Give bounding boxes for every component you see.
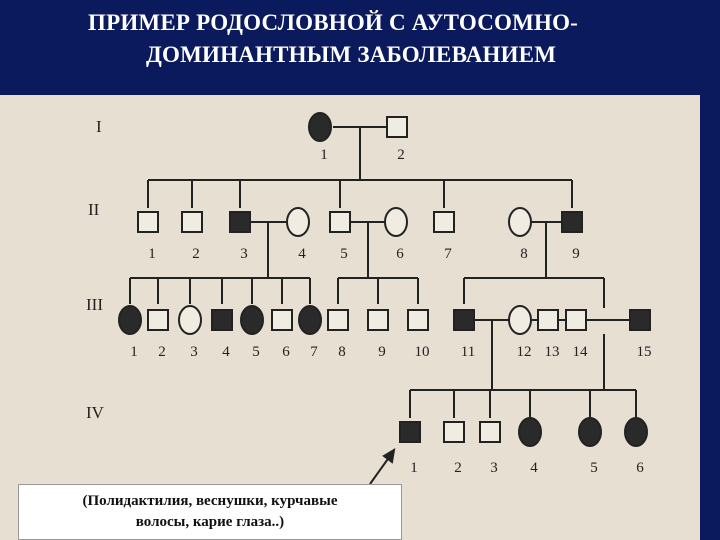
title-line-1: ПРИМЕР РОДОСЛОВНОЙ С АУТОСОМНО- [88, 10, 579, 35]
male-symbol-III-10 [407, 309, 429, 331]
male-symbol-III-14 [565, 309, 587, 331]
individual-number-I-1: 1 [320, 147, 328, 163]
individual-number-III-6: 6 [282, 344, 290, 360]
female-symbol-III-7 [298, 305, 322, 335]
male-symbol-IV-3 [479, 421, 501, 443]
female-symbol-II-8 [508, 207, 532, 237]
male-symbol-I-2 [386, 116, 408, 138]
individual-number-III-7: 7 [310, 344, 318, 360]
male-symbol-III-9 [367, 309, 389, 331]
male-symbol-III-2 [147, 309, 169, 331]
female-symbol-III-1 [118, 305, 142, 335]
individual-number-II-7: 7 [444, 246, 452, 262]
individual-number-III-2: 2 [158, 344, 166, 360]
female-symbol-IV-4 [518, 417, 542, 447]
female-symbol-III-12 [508, 305, 532, 335]
caption-line-1: (Полидактилия, веснушки, курчавые [82, 493, 338, 509]
female-symbol-I-1 [308, 112, 332, 142]
generation-label-II: II [88, 200, 100, 219]
individual-number-II-5: 5 [340, 246, 348, 262]
individual-number-IV-3: 3 [490, 460, 498, 476]
individual-number-IV-5: 5 [590, 460, 598, 476]
individual-number-III-3: 3 [190, 344, 198, 360]
individual-number-III-4: 4 [222, 344, 230, 360]
male-symbol-III-13 [537, 309, 559, 331]
individual-number-III-1: 1 [130, 344, 138, 360]
title-banner: ПРИМЕР РОДОСЛОВНОЙ С АУТОСОМНО- ДОМИНАНТ… [0, 0, 720, 95]
individual-number-II-8: 8 [520, 246, 528, 262]
female-symbol-II-6 [384, 207, 408, 237]
female-symbol-IV-5 [578, 417, 602, 447]
individual-number-III-15: 15 [637, 344, 652, 360]
individual-number-III-13: 13 [545, 344, 560, 360]
female-symbol-II-4 [286, 207, 310, 237]
male-symbol-IV-2 [443, 421, 465, 443]
male-symbol-III-6 [271, 309, 293, 331]
title-line-2: ДОМИНАНТНЫМ ЗАБОЛЕВАНИЕМ [146, 42, 557, 67]
female-symbol-IV-6 [624, 417, 648, 447]
individual-number-III-8: 8 [338, 344, 346, 360]
individual-number-II-6: 6 [396, 246, 404, 262]
individual-number-III-12: 12 [517, 344, 532, 360]
individual-number-IV-2: 2 [454, 460, 462, 476]
individual-number-III-5: 5 [252, 344, 260, 360]
male-symbol-III-11 [453, 309, 475, 331]
caption-box: (Полидактилия, веснушки, курчавые волосы… [18, 484, 402, 540]
male-symbol-II-5 [329, 211, 351, 233]
caption-line-2: волосы, карие глаза..) [135, 514, 285, 530]
individual-number-II-9: 9 [572, 246, 580, 262]
individual-number-III-11: 11 [461, 344, 475, 360]
male-symbol-II-3 [229, 211, 251, 233]
individual-number-IV-4: 4 [530, 460, 538, 476]
male-symbol-III-8 [327, 309, 349, 331]
generation-label-I: I [96, 117, 102, 136]
generation-label-IV: IV [86, 403, 105, 422]
male-symbol-III-15 [629, 309, 651, 331]
individual-number-IV-6: 6 [636, 460, 644, 476]
pedigree-lines [129, 126, 637, 418]
proband-arrow [369, 448, 396, 485]
background-strip [700, 95, 720, 540]
female-symbol-III-3 [178, 305, 202, 335]
individual-number-III-9: 9 [378, 344, 386, 360]
individual-number-II-3: 3 [240, 246, 248, 262]
individual-number-II-4: 4 [298, 246, 306, 262]
individual-number-I-2: 2 [397, 147, 405, 163]
individual-number-IV-1: 1 [410, 460, 418, 476]
individual-number-II-1: 1 [148, 246, 156, 262]
male-symbol-II-7 [433, 211, 455, 233]
generation-label-III: III [86, 295, 103, 314]
male-symbol-II-2 [181, 211, 203, 233]
male-symbol-II-9 [561, 211, 583, 233]
male-symbol-III-4 [211, 309, 233, 331]
individual-number-III-14: 14 [573, 344, 589, 360]
male-symbol-IV-1 [399, 421, 421, 443]
individual-number-III-10: 10 [415, 344, 430, 360]
individual-number-II-2: 2 [192, 246, 200, 262]
male-symbol-II-1 [137, 211, 159, 233]
female-symbol-III-5 [240, 305, 264, 335]
